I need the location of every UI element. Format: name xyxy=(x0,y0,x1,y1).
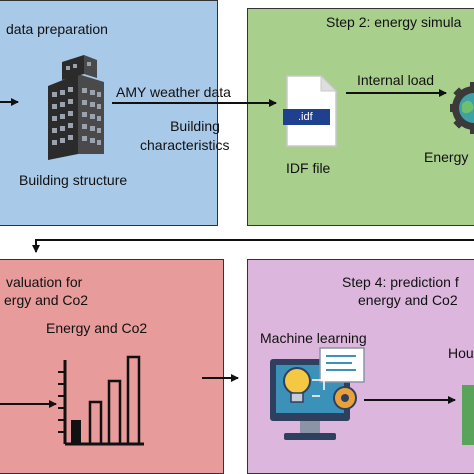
amy-weather-label: AMY weather data xyxy=(116,84,231,100)
building-structure-label: Building structure xyxy=(19,172,128,188)
step3-panel xyxy=(0,259,224,474)
output-icon-partial xyxy=(462,385,474,445)
building-icon xyxy=(48,55,104,160)
arrow-return-to-step3 xyxy=(32,239,474,253)
building-char-label-line2: characteristics xyxy=(140,137,230,153)
energy-co2-label: Energy and Co2 xyxy=(46,320,148,336)
step3-title-line2: ergy and Co2 xyxy=(4,292,89,308)
energy-gear-icon xyxy=(450,82,474,134)
idf-tag-label: .idf xyxy=(298,111,313,123)
internal-load-label: Internal load xyxy=(357,72,435,88)
machine-learning-label: Machine learning xyxy=(260,330,367,346)
building-char-label-line1: Building xyxy=(170,118,220,134)
step4-title-line1: Step 4: prediction f xyxy=(342,274,459,290)
energy-label-partial: Energy xyxy=(424,149,469,165)
bar-chart-icon xyxy=(58,355,144,446)
step4-title-line2: energy and Co2 xyxy=(358,292,458,308)
machine-learning-icon xyxy=(270,347,365,440)
step2-title: Step 2: energy simula xyxy=(326,14,462,30)
idf-file-icon xyxy=(283,74,338,147)
step3-title-line1: valuation for xyxy=(6,274,83,290)
output-label-partial: Hou xyxy=(448,345,474,361)
step1-panel xyxy=(0,0,218,226)
idf-file-label: IDF file xyxy=(286,160,331,176)
step1-title: data preparation xyxy=(6,21,108,37)
